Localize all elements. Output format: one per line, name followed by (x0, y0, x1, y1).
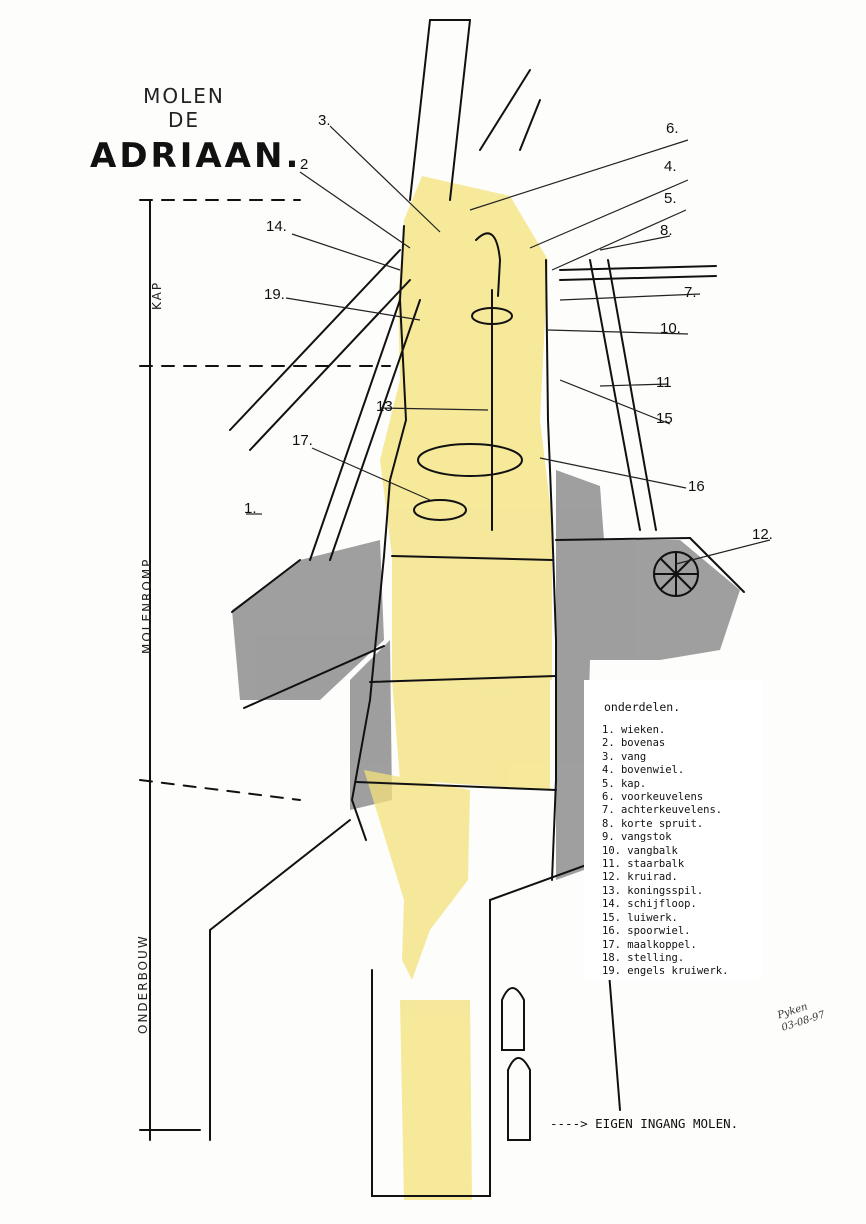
callout-label: 8. (660, 222, 673, 239)
callout-label: 15 (656, 410, 673, 427)
legend-item: 17. maalkoppel. (602, 938, 697, 951)
legend-item: 2. bovenas (602, 737, 666, 750)
legend-item: 14. schijfloop. (602, 898, 697, 911)
section-label-onderbouw: ONDERBOUW (136, 934, 150, 1034)
legend-item: 6. voorkeuvelens (602, 791, 704, 804)
section-label-molenromp: MOLENROMP (140, 557, 154, 654)
callout-label: 3. (318, 112, 331, 129)
parts-legend: onderdelen. 1. wieken. 2. bovenas 3. van… (584, 680, 762, 980)
legend-item: 15. luiwerk. (602, 911, 678, 924)
callout-label: 16 (688, 478, 705, 495)
callout-label: 11 (656, 374, 672, 391)
legend-item: 10. vangbalk (602, 844, 678, 857)
callout-label: 14. (266, 218, 287, 235)
callout-label: 17. (292, 432, 313, 449)
callout-label: 6. (666, 120, 679, 137)
entrance-label: ----> EIGEN INGANG MOLEN. (550, 1116, 739, 1131)
windmill-lines (139, 19, 745, 1197)
legend-heading: onderdelen. (604, 700, 681, 714)
callout-label: 1. (244, 500, 257, 517)
legend-item: 18. stelling. (602, 951, 685, 964)
legend-item: 5. kap. (602, 777, 647, 790)
section-label-kap: KAP (150, 280, 164, 310)
callout-label: 10. (660, 320, 681, 337)
legend-item: 19. engels kruiwerk. (602, 965, 729, 978)
legend-item: 16. spoorwiel. (602, 925, 691, 938)
legend-item: 12. kruirad. (602, 871, 678, 884)
legend-item: 13. koningsspil. (602, 884, 704, 897)
gallery-shading (232, 470, 740, 880)
callout-label: 5. (664, 190, 677, 207)
legend-item: 9. vangstok (602, 831, 672, 844)
legend-item: 3. vang (602, 750, 647, 763)
legend-item: 8. korte spruit. (602, 817, 704, 830)
callout-label: 2 (300, 156, 309, 173)
mill-name: ADRIAAN. (90, 136, 302, 176)
callout-label: 4. (664, 158, 677, 175)
callout-leaders (246, 125, 771, 565)
title-line-de: DE (167, 108, 201, 132)
title-line-molen: MOLEN (143, 84, 225, 108)
legend-item: 7. achterkeuvelens. (602, 804, 723, 817)
callout-label: 19. (264, 286, 285, 303)
legend-item: 4. bovenwiel. (602, 764, 685, 777)
callout-label: 7. (684, 284, 697, 301)
callout-label: 12. (752, 526, 773, 543)
callout-label: 13 (376, 398, 393, 415)
legend-item: 11. staarbalk (602, 858, 685, 871)
title-top: MOLEN DE (136, 84, 232, 132)
interior-highlight (364, 176, 552, 1200)
legend-item: 1. wieken. (602, 724, 666, 736)
legend-list: 1. wieken. 2. bovenas 3. vang 4. bovenwi… (602, 724, 728, 979)
